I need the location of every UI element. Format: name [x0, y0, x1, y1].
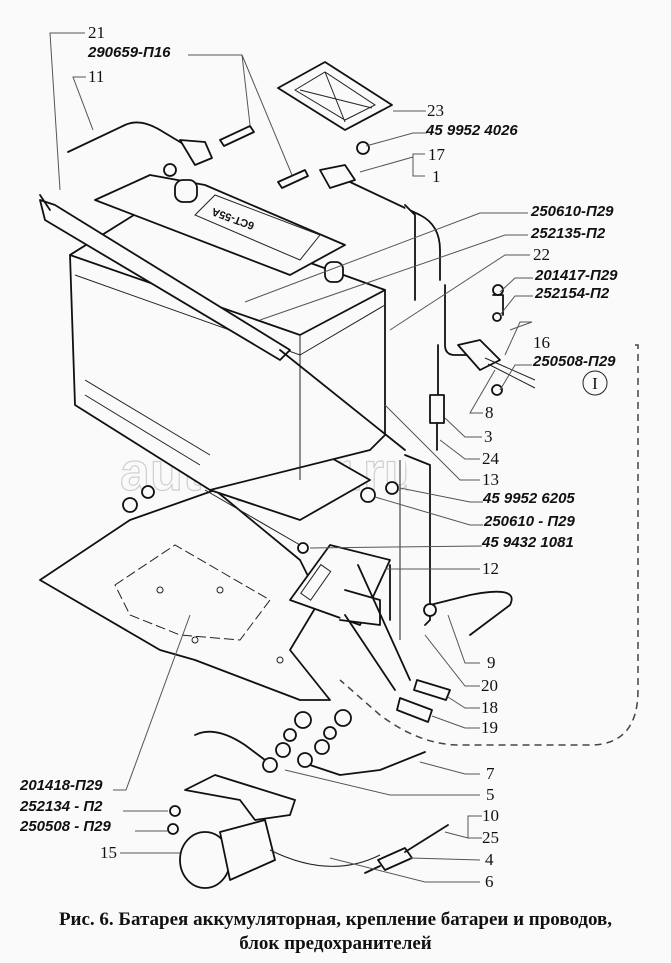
- callout-24: 24: [439, 439, 500, 468]
- terminal-cover: [277, 61, 393, 131]
- svg-text:17: 17: [428, 145, 446, 164]
- battery-terminal-negative: [324, 261, 344, 283]
- svg-text:13: 13: [482, 470, 499, 489]
- callout-250610-p29-mid: 250610 - П29: [374, 496, 576, 530]
- callout-252134-p2: 252134 - П2: [19, 798, 168, 815]
- svg-text:22: 22: [533, 245, 550, 264]
- svg-text:290659-П16: 290659-П16: [87, 44, 171, 61]
- svg-text:16: 16: [533, 333, 550, 352]
- callout-250610-p29-top: 250610-П29: [244, 203, 614, 303]
- relay-15: [167, 774, 381, 889]
- battery: 6СТ-55А: [69, 174, 386, 491]
- detail-boundary: [339, 344, 639, 746]
- callout-17-1: 17 1: [359, 145, 446, 186]
- bracket-13: [122, 454, 431, 640]
- figure-caption-line1: Рис. 6. Батарея аккумуляторная, креплени…: [58, 909, 613, 930]
- callout-20: 20: [424, 634, 498, 695]
- callout-23: 23: [393, 101, 444, 120]
- svg-text:3: 3: [484, 427, 493, 446]
- callout-252154-p2: 252154-П2: [499, 285, 610, 316]
- svg-text:250610-П29: 250610-П29: [530, 203, 614, 220]
- callout-22: 22: [389, 245, 550, 331]
- svg-text:8: 8: [485, 403, 494, 422]
- svg-text:250508-П29: 250508-П29: [532, 353, 616, 370]
- svg-text:5: 5: [486, 785, 495, 804]
- svg-text:252134 - П2: 252134 - П2: [19, 798, 103, 815]
- callout-9: 9: [447, 614, 496, 672]
- callout-15: 15: [100, 843, 180, 862]
- svg-text:15: 15: [100, 843, 117, 862]
- cable-5: [194, 730, 291, 773]
- svg-text:252154-П2: 252154-П2: [534, 285, 610, 302]
- svg-text:9: 9: [487, 653, 496, 672]
- nut: [294, 711, 312, 729]
- callout-8: 8: [469, 369, 496, 422]
- svg-text:7: 7: [486, 764, 495, 783]
- cable-17: [277, 141, 441, 301]
- callout-201417-p29: 201417-П29: [499, 267, 618, 293]
- arrow-18: [357, 564, 411, 681]
- svg-text:201417-П29: 201417-П29: [534, 267, 618, 284]
- callout-11: 11: [72, 67, 104, 131]
- callout-201418-p29: 201418-П29: [19, 614, 191, 794]
- svg-text:252135-П2: 252135-П2: [530, 225, 606, 242]
- callout-250508-p29-bottom: 250508 - П29: [19, 818, 168, 835]
- svg-text:1: 1: [432, 167, 441, 186]
- callout-5: 5: [284, 769, 495, 804]
- svg-text:201418-П29: 201418-П29: [19, 777, 103, 794]
- detail-marker-circle: [582, 370, 608, 396]
- callout-45-9952-6205: 45 9952 6205: [399, 487, 575, 507]
- callout-252135-p2: 252135-П2: [259, 225, 606, 321]
- callout-250508-p29-top: 250508-П29: [499, 353, 616, 391]
- cable-7: [297, 739, 426, 776]
- callout-45-9952-4026: 45 9952 4026: [365, 122, 518, 147]
- jumper-19: [396, 697, 433, 723]
- battery-tray: [39, 439, 371, 701]
- svg-text:250508 - П29: 250508 - П29: [19, 818, 112, 835]
- detail-marker: I: [592, 374, 598, 393]
- svg-text:4: 4: [485, 850, 494, 869]
- callout-21: 21: [49, 23, 105, 191]
- callout-19: 19: [431, 715, 498, 737]
- svg-text:19: 19: [481, 718, 498, 737]
- connector-4: [364, 824, 449, 874]
- jumper-18: [413, 679, 451, 701]
- svg-text:45 9952 4026: 45 9952 4026: [425, 122, 518, 139]
- svg-text:20: 20: [481, 676, 498, 695]
- callout-18: 18: [447, 696, 498, 717]
- battery-terminal-positive: [174, 179, 198, 203]
- svg-text:24: 24: [482, 449, 500, 468]
- svg-text:250610 - П29: 250610 - П29: [483, 513, 576, 530]
- callout-7: 7: [419, 761, 495, 783]
- callout-4: 4: [409, 850, 494, 869]
- svg-text:23: 23: [427, 101, 444, 120]
- figure-caption-line2: блок предохранителей: [239, 933, 432, 954]
- callout-12: 12: [385, 559, 499, 578]
- callout-290659-p16: 290659-П16: [87, 44, 293, 176]
- svg-text:25: 25: [482, 828, 499, 847]
- wire-harness-22: [429, 284, 536, 451]
- cable-11: [67, 121, 255, 177]
- nut: [334, 709, 352, 727]
- callout-3: 3: [444, 417, 493, 446]
- hold-down-bar: [39, 194, 406, 451]
- svg-text:18: 18: [481, 698, 498, 717]
- svg-text:10: 10: [482, 806, 499, 825]
- callout-13: 13: [384, 404, 499, 489]
- svg-text:45 9432 1081: 45 9432 1081: [481, 534, 574, 551]
- callout-16: 16: [504, 321, 550, 356]
- callout-6: 6: [329, 857, 494, 891]
- svg-text:6: 6: [485, 872, 494, 891]
- callout-10-25: 10 25: [444, 806, 499, 847]
- svg-text:12: 12: [482, 559, 499, 578]
- svg-text:21: 21: [88, 23, 105, 42]
- arrow-19: [344, 614, 396, 691]
- svg-text:45 9952 6205: 45 9952 6205: [482, 490, 575, 507]
- svg-text:11: 11: [88, 67, 104, 86]
- callout-45-9432-1081: 45 9432 1081: [309, 534, 574, 551]
- wire-9: [423, 590, 513, 636]
